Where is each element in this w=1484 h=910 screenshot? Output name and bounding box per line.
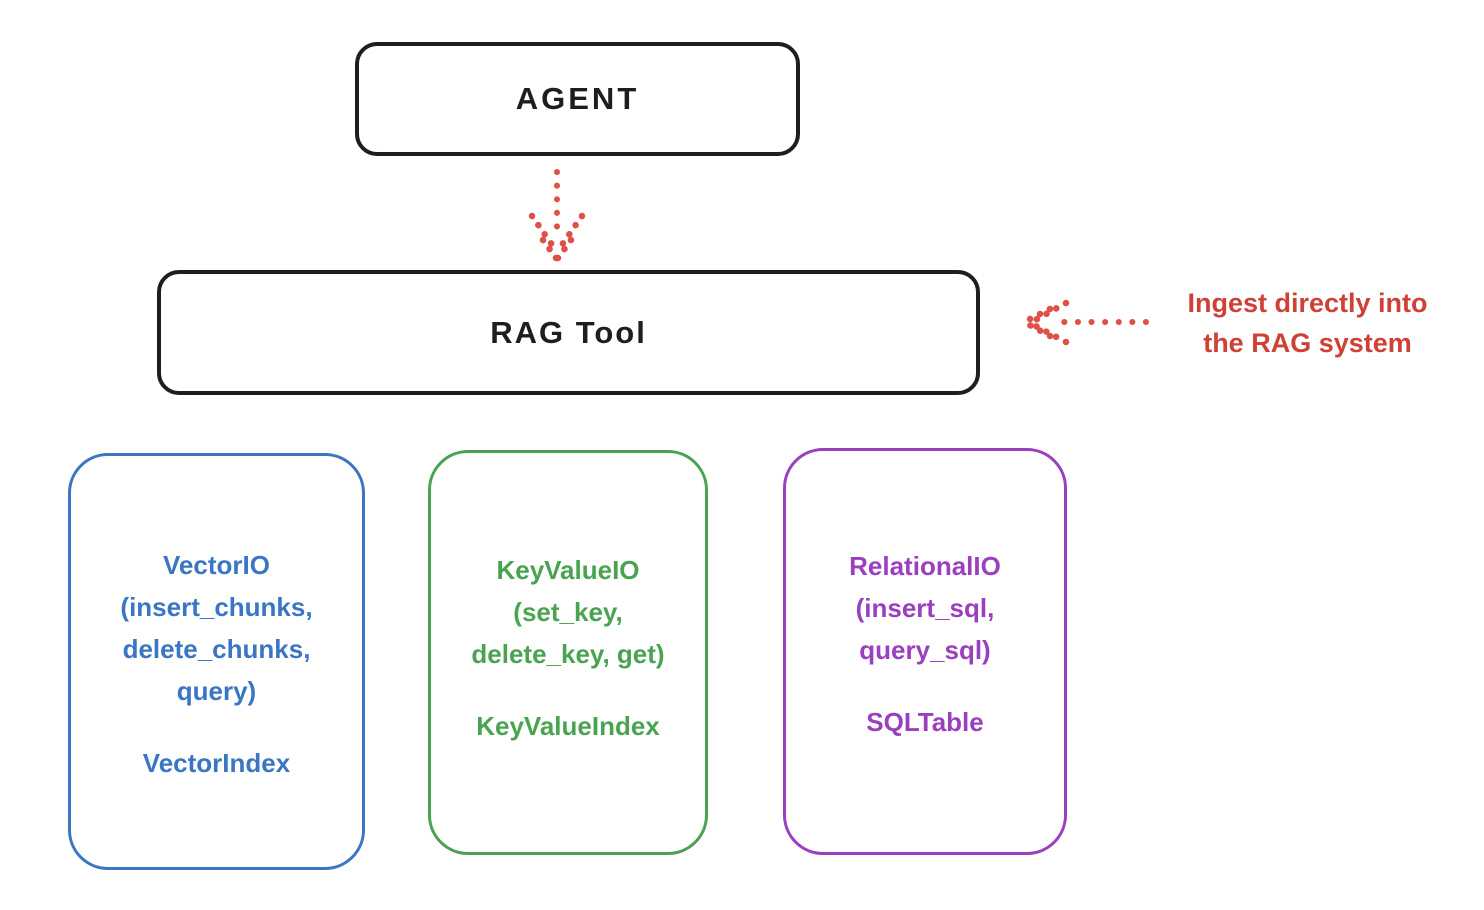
agent-node-label: AGENT (515, 81, 640, 116)
ingest-annotation-line2: the RAG system (1203, 328, 1412, 358)
node-text-line: delete_key, get) (471, 639, 665, 669)
node-text-line: (set_key, (513, 597, 623, 627)
rag-tool-node-label: RAG Tool (490, 314, 647, 350)
agent-node: AGENT (355, 42, 800, 156)
key-value-index-label: KeyValueIndex (476, 711, 660, 741)
node-text-line: KeyValueIO (496, 555, 640, 585)
rag-tool-node: RAG Tool (157, 270, 980, 395)
node-text-line: (insert_sql, (855, 593, 995, 623)
vector-io-signature: VectorIO (insert_chunks, delete_chunks, … (120, 544, 312, 712)
node-text-line: (insert_chunks, (120, 592, 313, 622)
relational-io-signature: RelationalIO (insert_sql, query_sql) (849, 545, 1001, 671)
node-text-line: query) (176, 676, 257, 706)
node-text-line: query_sql) (859, 635, 991, 665)
agent-to-ragtool-arrow (528, 169, 586, 262)
vector-index-label: VectorIndex (142, 748, 291, 778)
node-text-line: RelationalIO (849, 551, 1001, 581)
node-text-line: delete_chunks, (122, 634, 311, 664)
key-value-io-signature: KeyValueIO (set_key, delete_key, get) (471, 549, 664, 675)
node-text-line: VectorIO (163, 550, 270, 580)
ingest-annotation-line1: Ingest directly into (1187, 288, 1428, 318)
ingest-annotation: Ingest directly into the RAG system (1140, 283, 1475, 363)
key-value-io-node: KeyValueIO (set_key, delete_key, get) Ke… (428, 450, 708, 855)
sql-table-label: SQLTable (866, 707, 984, 737)
ingest-arrow (1020, 299, 1149, 346)
relational-io-node: RelationalIO (insert_sql, query_sql) SQL… (783, 448, 1067, 855)
vector-io-node: VectorIO (insert_chunks, delete_chunks, … (68, 453, 365, 870)
